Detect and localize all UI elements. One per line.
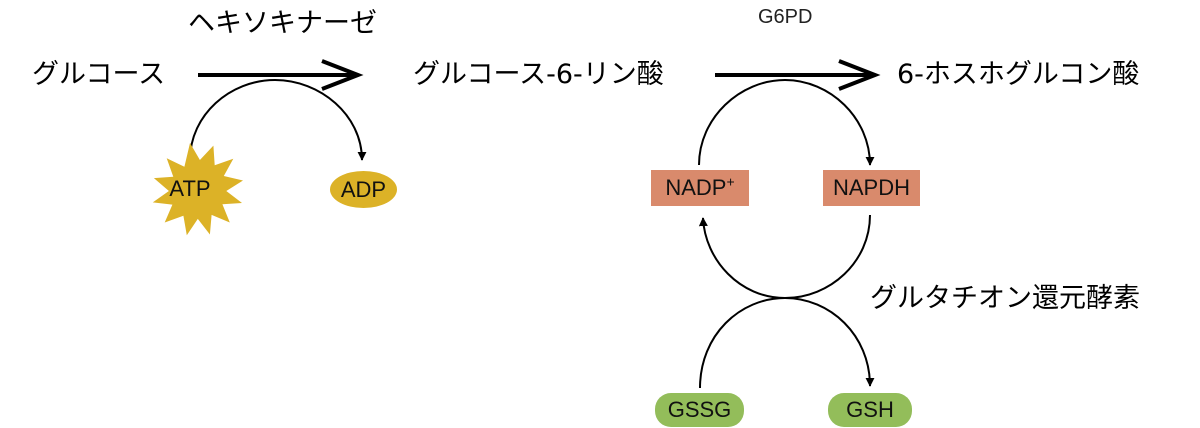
enzyme-g6pd: G6PD	[758, 6, 813, 28]
g6pd-reaction-arrow	[715, 59, 881, 91]
metabolite-gsh-label: GSH	[846, 397, 894, 422]
cofactor-atp-label: ATP	[169, 176, 211, 201]
hexokinase-reaction-arrow	[198, 59, 364, 91]
metabolite-glucose-6-phosphate: グルコース-6-リン酸	[413, 59, 664, 90]
cofactor-nadp-plus-label: NADP+	[665, 173, 735, 200]
enzyme-hexokinase: ヘキソキナーゼ	[188, 8, 377, 39]
nadp-base-text: NADP	[665, 175, 727, 200]
napdh-to-nadp-arc	[698, 214, 871, 300]
cofactor-adp-label: ADP	[340, 176, 387, 202]
nadp-to-napdh-arc	[698, 78, 875, 166]
metabolite-gssg: GSSG	[655, 393, 744, 427]
enzyme-glutathione-reductase: グルタチオン還元酵素	[870, 283, 1140, 314]
gssg-to-gsh-arc	[699, 296, 875, 389]
atp-to-adp-arc	[189, 78, 367, 161]
cofactor-napdh: NAPDH	[823, 170, 920, 206]
atp-starburst-shape	[152, 143, 243, 236]
metabolite-gssg-label: GSSG	[667, 397, 732, 422]
metabolite-glucose: グルコース	[32, 59, 166, 90]
cofactor-nadp-plus: NADP+	[651, 170, 749, 206]
nadp-charge-superscript: +	[726, 173, 735, 190]
metabolite-gsh: GSH	[828, 393, 912, 427]
metabolite-6-phosphogluconate: 6-ホスホグルコン酸	[897, 59, 1140, 90]
cofactor-napdh-label: NAPDH	[832, 175, 910, 200]
cofactor-adp: ADP	[330, 171, 397, 208]
